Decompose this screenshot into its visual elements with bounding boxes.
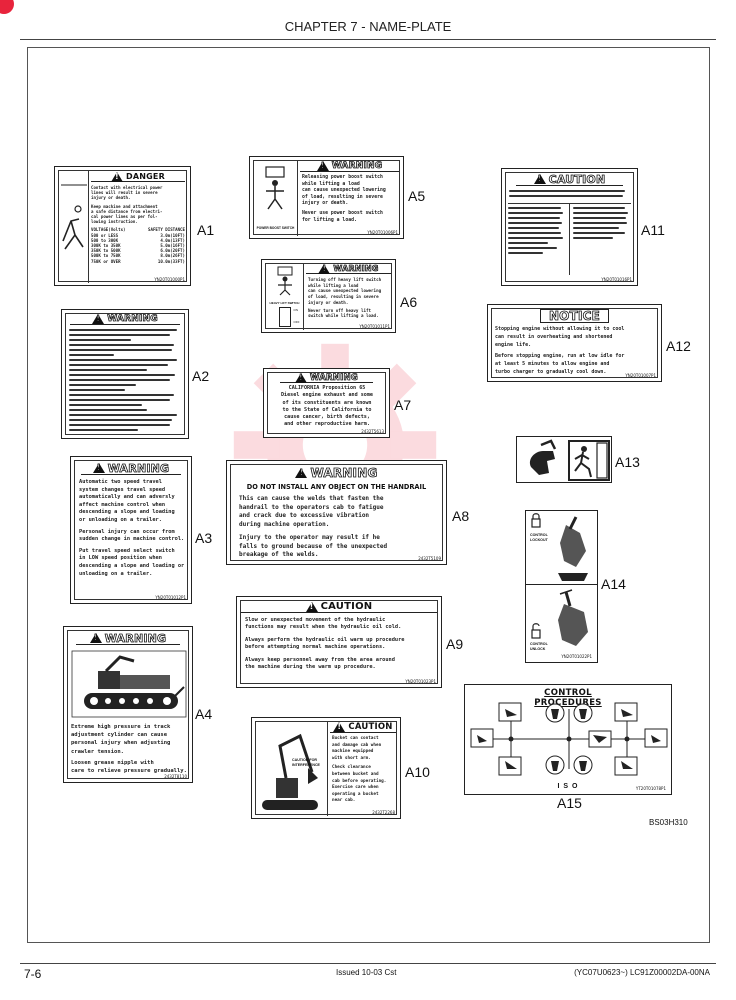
plate-a6-signal: WARNING — [306, 263, 391, 274]
page-title: CHAPTER 7 - NAME-PLATE — [284, 19, 452, 34]
document-reference: (YC07U0623~) LC91Z00002DA-00NA — [574, 968, 710, 977]
label-a6: A6 — [400, 294, 418, 310]
plate-a5-pictogram: POWER BOOST SWITCH — [254, 161, 298, 236]
label-a13: A13 — [615, 454, 640, 470]
heavy-lift-switch-icon: ON OFF — [278, 307, 300, 327]
electrocution-icon — [61, 184, 87, 250]
falling-load-icon — [277, 266, 293, 296]
footer-divider — [20, 963, 716, 964]
warning-triangle-icon — [295, 372, 308, 383]
label-a12: A12 — [666, 338, 691, 354]
plate-a8-title: DO NOT INSTALL ANY OBJECT ON THE HANDRAI… — [246, 483, 427, 491]
plate-a5-signal: WARNING — [300, 161, 399, 172]
label-a11: A11 — [641, 222, 665, 238]
label-a8: A8 — [452, 508, 470, 524]
lever-lockout-icon — [531, 513, 588, 581]
plate-a8-warning: WARNING DO NOT INSTALL ANY OBJECT ON THE… — [226, 460, 447, 565]
warning-triangle-icon — [111, 171, 124, 182]
plate-a12-notice: NOTICE Stopping engine without allowing … — [487, 304, 662, 382]
plate-a6-pictogram: HEAVY LIFT SWITCH ON OFF — [266, 264, 304, 330]
warning-triangle-icon — [295, 468, 308, 478]
plate-a11-signal: CAUTION — [516, 172, 623, 186]
plate-a7-signal: WARNING — [280, 372, 373, 383]
plate-a3-warning: WARNING Automatic two speed travelsystem… — [70, 456, 192, 604]
plate-a2-warning: WARNING — [61, 309, 189, 439]
plate-a2-text-lines — [69, 329, 181, 434]
figure-code: BS03H310 — [649, 818, 688, 827]
warning-triangle-icon — [533, 174, 546, 184]
plate-a7-warning: WARNING CALIFORNIA Proposition 65Diesel … — [263, 368, 390, 438]
plate-a11-columns — [508, 203, 631, 275]
falling-load-icon — [265, 166, 285, 210]
bucket-interference-icon — [262, 733, 318, 810]
plate-a10-signal: CAUTION — [330, 722, 396, 733]
plate-a14-lockout-panel: CONTROL LOCKOUT — [526, 511, 597, 585]
warning-triangle-icon — [318, 263, 331, 274]
label-a5: A5 — [408, 188, 426, 204]
plate-a3-signal: WARNING — [81, 461, 181, 475]
plate-a2-signal: WARNING — [70, 314, 180, 325]
label-a7: A7 — [394, 397, 412, 413]
warning-triangle-icon — [92, 314, 105, 324]
plate-a1-pictogram — [59, 171, 89, 283]
warning-triangle-icon — [305, 601, 318, 612]
plate-a6-warning: HEAVY LIFT SWITCH ON OFF WARNING Turning… — [261, 259, 396, 333]
label-a9: A9 — [446, 636, 464, 652]
plate-a9-text: Slow or unexpected movement of the hydra… — [245, 617, 405, 671]
warning-triangle-icon — [316, 161, 329, 171]
plate-a15-iso: I S O — [557, 783, 579, 790]
plate-a8-text: This can cause the welds that fasten the… — [239, 495, 388, 558]
plate-a8-signal: WARNING — [287, 466, 386, 480]
corner-tab-mark — [0, 0, 14, 14]
plate-a1-signal: DANGER — [91, 171, 185, 182]
plate-a14-unlock-panel: CONTROL UNLOCK — [526, 586, 597, 662]
warning-triangle-icon — [89, 633, 102, 643]
plate-a9-caution: CAUTION Slow or unexpected movement of t… — [236, 596, 442, 688]
plate-a10-caution: CAUTION FOR INTERFERENCE CAUTION Bucket … — [251, 717, 401, 819]
page-number: 7-6 — [24, 967, 42, 981]
issue-info: Issued 10-03 Cst — [336, 968, 397, 977]
plate-a5-warning: POWER BOOST SWITCH WARNING Releasing pow… — [249, 156, 404, 239]
plate-a15-control-procedures: CONTROL PROCEDURES I S O YT20T01078P1 — [464, 684, 672, 795]
label-a14: A14 — [601, 576, 626, 592]
plate-a9-signal: CAUTION — [241, 601, 437, 613]
plate-a11-caution: CAUTION YN20T01016P1 — [501, 168, 638, 286]
warning-triangle-icon — [92, 463, 105, 473]
hammer-and-exit-icon — [529, 439, 610, 481]
label-a4: A4 — [195, 706, 213, 722]
plate-a14-control-lockout: CONTROL LOCKOUT CONTROL UNLOCK YN20T0102… — [525, 510, 598, 663]
plate-a4-signal: WARNING — [76, 631, 180, 645]
excavator-icon — [71, 650, 187, 718]
header-divider — [20, 39, 716, 40]
plate-a1-text: Contact with electrical power lines will… — [91, 185, 185, 264]
plate-a11-intro-lines — [509, 190, 630, 200]
lever-unlock-icon — [531, 589, 588, 646]
joystick-pattern-diagram — [470, 702, 668, 776]
warning-triangle-icon — [333, 722, 346, 732]
label-a10: A10 — [405, 764, 430, 780]
plate-a13-emergency-exit — [516, 436, 612, 483]
figure-frame — [27, 47, 710, 943]
plate-a1-danger: DANGER Contact with electrical power lin… — [54, 166, 191, 286]
plate-a4-warning: WARNING Extreme high pressure in trackad… — [63, 626, 193, 783]
label-a15: A15 — [557, 795, 582, 811]
plate-a15-title: CONTROL PROCEDURES — [534, 688, 602, 708]
label-a2: A2 — [192, 368, 210, 384]
plate-a10-pictogram: CAUTION FOR INTERFERENCE — [256, 722, 328, 816]
label-a1: A1 — [197, 222, 215, 238]
plate-a12-text: Stopping engine without allowing it to c… — [495, 326, 625, 375]
plate-a12-signal: NOTICE — [540, 309, 609, 323]
label-a3: A3 — [195, 530, 213, 546]
